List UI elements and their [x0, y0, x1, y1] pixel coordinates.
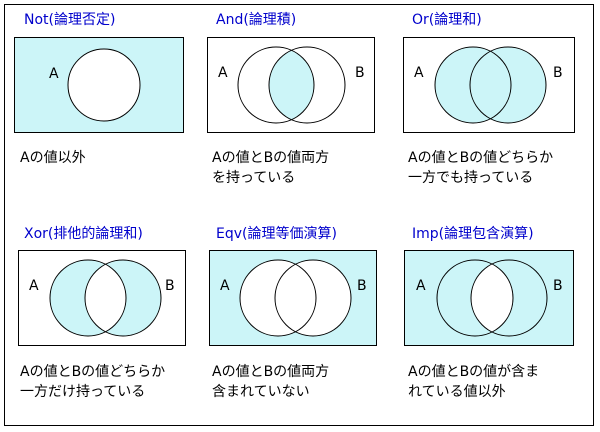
- label-a: A: [49, 66, 59, 82]
- circle-b: [274, 259, 352, 337]
- circle-a: [239, 259, 317, 337]
- circle-a: [49, 259, 127, 337]
- panel-caption-eqv: Aの値とBの値両方 含まれていない: [212, 364, 330, 400]
- panel-title-imp: Imp(論理包含演算): [412, 226, 534, 242]
- circle-a: [67, 48, 141, 122]
- label-b: B: [553, 65, 563, 81]
- label-b: B: [553, 278, 563, 294]
- venn-eqv: A B: [209, 250, 377, 346]
- label-a: A: [29, 278, 39, 294]
- venn-xor: A B: [18, 250, 186, 346]
- venn-or: A B: [403, 37, 575, 133]
- label-b: B: [357, 278, 367, 294]
- circle-b: [470, 259, 548, 337]
- circle-a: [434, 46, 512, 124]
- label-a: A: [414, 65, 424, 81]
- label-a: A: [416, 278, 426, 294]
- outer-frame: [4, 4, 594, 426]
- circle-b: [268, 46, 346, 124]
- circle-a: [237, 46, 315, 124]
- circle-b-fill: [275, 260, 351, 336]
- panel-caption-imp: Aの値とBの値が含ま れている値以外: [408, 364, 540, 400]
- intersection-blank: [471, 260, 513, 336]
- panel-title-eqv: Eqv(論理等価演算): [216, 226, 337, 242]
- label-b: B: [355, 65, 365, 81]
- venn-imp: A B: [404, 250, 574, 346]
- label-a: A: [218, 65, 228, 81]
- circle-b: [469, 46, 547, 124]
- venn-not: A: [14, 37, 184, 133]
- intersection-blank: [85, 260, 126, 336]
- circle-b: [84, 259, 162, 337]
- panel-title-and: And(論理積): [216, 12, 297, 28]
- label-a: A: [220, 278, 230, 294]
- label-b: B: [165, 278, 175, 294]
- panel-caption-and: Aの値とBの値両方 を持っている: [212, 150, 330, 186]
- panel-title-xor: Xor(排他的論理和): [24, 226, 143, 242]
- panel-caption-not: Aの値以外: [20, 150, 86, 166]
- panel-title-not: Not(論理否定): [24, 12, 116, 28]
- circle-a: [436, 259, 514, 337]
- venn-and: A B: [207, 37, 375, 133]
- circle-b-fill: [470, 47, 546, 123]
- intersection-fill: [269, 47, 314, 123]
- panel-caption-xor: Aの値とBの値どちらか 一方だけ持っている: [20, 364, 166, 400]
- panel-caption-or: Aの値とBの値どちらか 一方でも持っている: [408, 150, 554, 186]
- panel-title-or: Or(論理和): [412, 12, 482, 28]
